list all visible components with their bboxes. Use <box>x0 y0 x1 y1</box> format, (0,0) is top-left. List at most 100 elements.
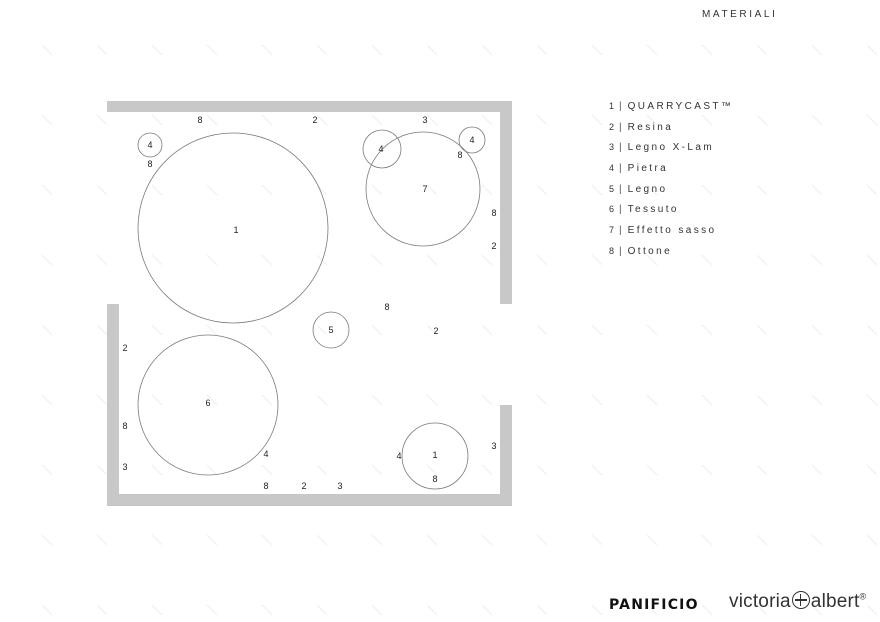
hatch-mark <box>481 44 493 56</box>
legend-label: Resina <box>627 121 674 133</box>
hatch-mark <box>866 534 878 546</box>
legend-label: Legno <box>627 183 668 195</box>
hatch-mark <box>646 114 658 126</box>
label-tr-mid-circle: 4 <box>378 144 383 154</box>
hatch-mark <box>866 254 878 266</box>
hatch-mark <box>261 464 273 476</box>
legend-item: 1 | QUARRYCAST™ <box>609 99 733 120</box>
hatch-mark <box>866 324 878 336</box>
label-tr-small-circle: 4 <box>469 135 474 145</box>
label-bl-circle: 6 <box>205 398 210 408</box>
hatch-mark <box>536 604 548 616</box>
hatch-mark <box>591 184 603 196</box>
hatch-mark <box>371 534 383 546</box>
label-tr-big-circle: 7 <box>422 184 427 194</box>
label-right-3: 3 <box>491 441 496 451</box>
hatch-mark <box>261 184 273 196</box>
plus-circle-icon <box>791 591 810 609</box>
hatch-mark <box>646 44 658 56</box>
hatch-mark <box>426 464 438 476</box>
hatch-mark <box>591 534 603 546</box>
hatch-mark <box>536 464 548 476</box>
hatch-mark <box>151 604 163 616</box>
hatch-mark <box>316 534 328 546</box>
label-bottom-2: 2 <box>301 481 306 491</box>
hatch-mark <box>536 114 548 126</box>
label-left-8: 8 <box>122 421 127 431</box>
hatch-mark <box>316 114 328 126</box>
hatch-mark <box>151 254 163 266</box>
hatch-mark <box>151 534 163 546</box>
hatch-mark <box>151 324 163 336</box>
circle-center-legno <box>312 311 350 349</box>
hatch-mark <box>866 604 878 616</box>
hatch-mark <box>646 534 658 546</box>
hatch-mark <box>151 464 163 476</box>
label-top-8: 8 <box>197 115 202 125</box>
legend-label: Pietra <box>627 163 669 175</box>
circle-tr-mid-pietra <box>362 129 402 169</box>
legend-separator: | <box>619 204 622 216</box>
legend-label: QUARRYCAST™ <box>627 101 734 112</box>
hatch-mark <box>206 534 218 546</box>
brand-va-left: victoria <box>729 591 791 612</box>
hatch-mark <box>811 464 823 476</box>
label-right-8: 8 <box>491 208 496 218</box>
legend-num: 6 <box>609 204 615 215</box>
hatch-mark <box>316 44 328 56</box>
hatch-mark <box>811 114 823 126</box>
legend-num: 7 <box>609 225 615 236</box>
legend-item: 8|Ottone <box>609 244 733 265</box>
hatch-mark <box>701 254 713 266</box>
hatch-mark <box>646 324 658 336</box>
hatch-mark <box>481 394 493 406</box>
legend-separator: | <box>619 183 622 195</box>
legend-separator: | <box>619 101 622 112</box>
circles <box>137 126 486 490</box>
circle-br-quarrycast <box>401 422 469 490</box>
hatch-mark <box>756 44 768 56</box>
hatch-mark <box>371 114 383 126</box>
label-top-3: 3 <box>422 115 427 125</box>
hatch-mark <box>261 394 273 406</box>
legend-num: 3 <box>609 142 615 153</box>
legend-separator: | <box>619 121 622 133</box>
hatch-mark <box>206 324 218 336</box>
wall-right-lower <box>500 405 512 506</box>
hatch-mark <box>206 114 218 126</box>
hatch-mark <box>96 44 108 56</box>
hatch-mark <box>811 184 823 196</box>
hatch-mark <box>371 604 383 616</box>
hatch-mark <box>206 604 218 616</box>
hatch-mark <box>756 184 768 196</box>
hatch-mark <box>316 324 328 336</box>
hatch-mark <box>866 184 878 196</box>
wall-left <box>107 304 119 506</box>
hatch-mark <box>41 324 53 336</box>
hatch-mark <box>866 114 878 126</box>
circle-bl-tessuto <box>137 334 279 476</box>
hatch-mark <box>261 114 273 126</box>
circle-tl-small-pietra <box>137 132 163 158</box>
hatch-mark <box>316 464 328 476</box>
hatch-mark <box>426 394 438 406</box>
circle-tr-small-pietra <box>458 126 486 154</box>
hatch-mark <box>96 534 108 546</box>
hatch-mark <box>866 394 878 406</box>
hatch-mark <box>96 254 108 266</box>
legend-item: 6|Tessuto <box>609 202 733 223</box>
hatch-mark <box>426 44 438 56</box>
hatch-mark <box>481 604 493 616</box>
hatch-mark <box>701 534 713 546</box>
hatch-mark <box>151 394 163 406</box>
legend-num: 1 <box>609 101 615 111</box>
hatch-mark <box>426 184 438 196</box>
hatch-mark <box>756 464 768 476</box>
label-big-circle: 1 <box>233 225 238 235</box>
hatch-mark <box>41 534 53 546</box>
wall-right-upper <box>500 101 512 304</box>
hatch-mark <box>261 534 273 546</box>
wall-bottom <box>107 494 512 506</box>
hatch-mark <box>41 464 53 476</box>
